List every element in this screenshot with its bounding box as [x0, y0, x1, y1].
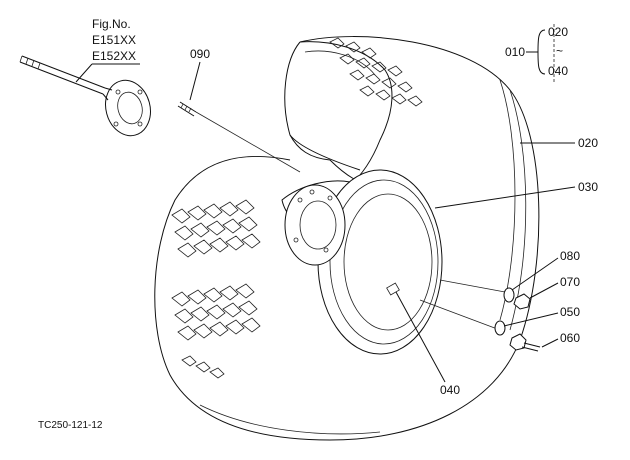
callout-090: 090 [190, 47, 210, 61]
leader-060 [541, 338, 559, 348]
callout-050: 050 [560, 305, 580, 319]
centerline-lower [419, 299, 501, 331]
fig-number-1: E151XX [92, 33, 136, 47]
wheel-rim [281, 169, 443, 355]
bracket [537, 29, 546, 75]
fig-label: Fig.No. [92, 17, 131, 31]
hex-bolt [509, 333, 541, 352]
callout-060: 060 [560, 331, 580, 345]
tread-top [329, 37, 423, 107]
lug-nut [513, 293, 531, 310]
group-tilde: ~ [556, 44, 563, 58]
callout-080: 080 [560, 249, 580, 263]
leader-040 [395, 291, 446, 383]
centerline-right [439, 279, 506, 293]
lock-washer [503, 287, 515, 303]
callout-030: 030 [578, 180, 598, 194]
leader-030 [434, 186, 576, 209]
flat-washer [494, 320, 506, 336]
callout-020: 020 [578, 136, 598, 150]
fig-leader [75, 63, 140, 83]
stud-bolt [177, 101, 197, 117]
callout-040: 040 [440, 383, 460, 397]
leader-090 [189, 61, 201, 101]
tread-left [171, 199, 261, 379]
leader-050 [503, 312, 559, 327]
callout-070: 070 [560, 275, 580, 289]
centerline [195, 111, 301, 173]
callout-010: 010 [505, 45, 525, 59]
group-to: 040 [548, 64, 568, 78]
fig-number-2: E152XX [92, 49, 136, 63]
drawing-code: TC250-121-12 [38, 420, 103, 431]
group-from: 020 [548, 25, 568, 39]
leader-080 [511, 257, 559, 291]
leader-070 [529, 282, 559, 299]
axle-shaft [19, 55, 151, 137]
